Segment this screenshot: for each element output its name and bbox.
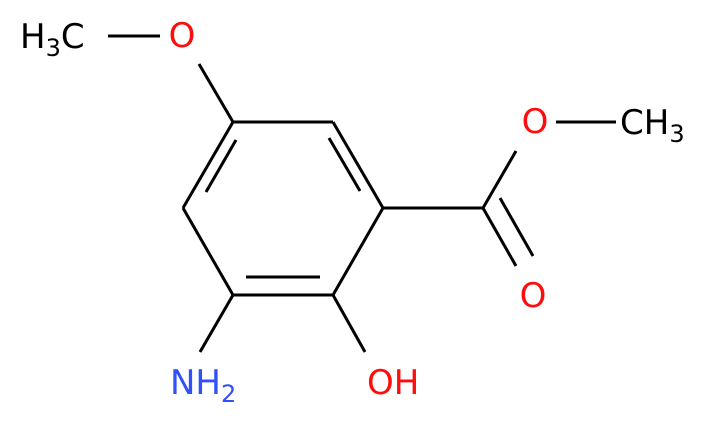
amine-label: NH2 (170, 363, 236, 408)
bond-ring-to-hydroxyl (331, 294, 367, 353)
benzene-ring (181, 120, 385, 297)
bond-ring-to-amine (198, 294, 235, 353)
ring-bond-c5-c6 (181, 207, 235, 296)
hydroxyl-label: OH (367, 363, 419, 403)
ring-bond-c2-c3 (331, 121, 385, 209)
bond-carbonyl-c-to-ester-o (481, 150, 518, 209)
ester-oxygen-label: O (522, 102, 549, 142)
ring-double-bond-inner-2 (327, 137, 362, 192)
ring-bond-c3-c4 (331, 207, 385, 296)
carbonyl-oxygen-label: O (520, 276, 547, 316)
bond-ring-to-methoxy-o (197, 63, 235, 123)
ester-methyl-label: CH3 (620, 103, 685, 148)
methoxy-oxygen-label: O (169, 16, 196, 56)
amine-group: NH2 (170, 294, 236, 408)
hydroxyl-group: OH (331, 294, 419, 403)
ring-double-bond-inner-1 (204, 139, 238, 193)
ester-group: O CH3 O (383, 102, 685, 316)
bond-carbonyl-double-b (498, 197, 535, 257)
bond-carbonyl-double-a (481, 207, 518, 267)
ring-bond-c6-c1 (181, 121, 235, 209)
methoxy-group: O H3C (20, 16, 235, 123)
methoxy-carbon-label: H3C (20, 17, 85, 62)
